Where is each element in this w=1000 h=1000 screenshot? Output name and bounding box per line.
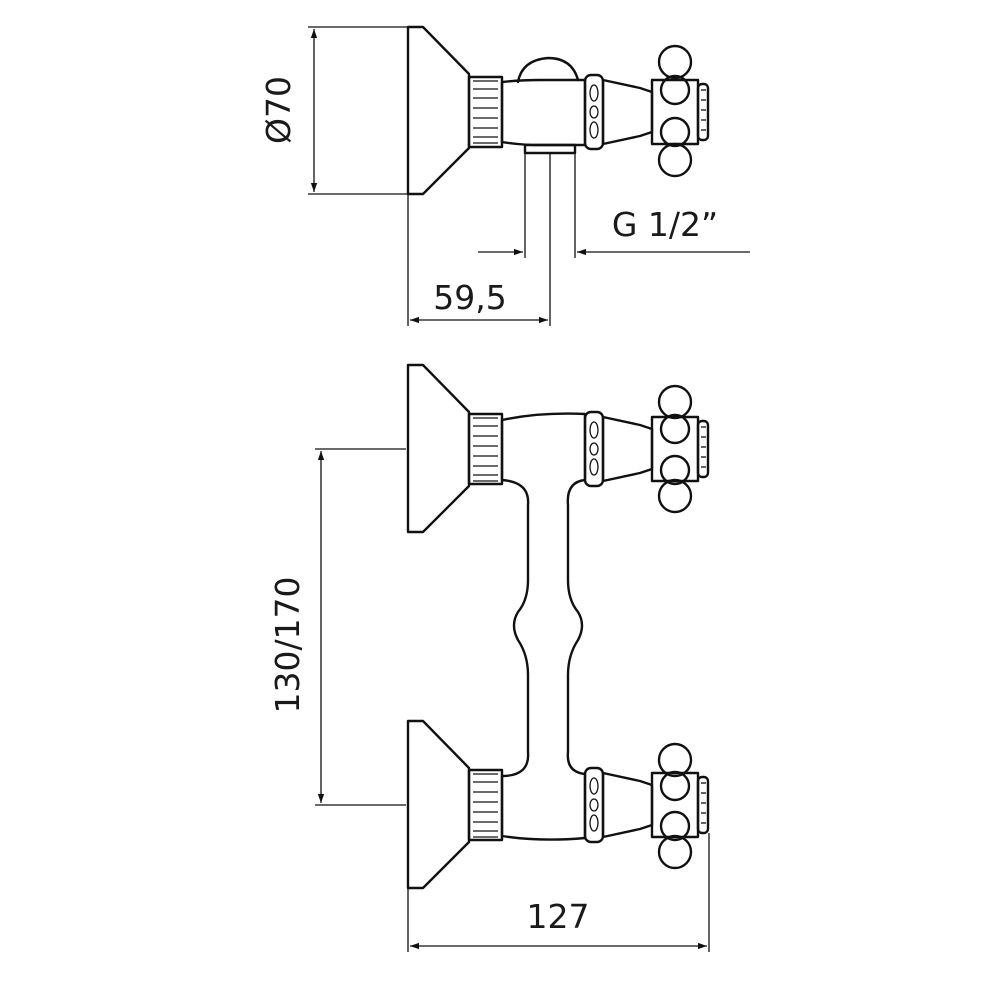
dim-thread-label: G 1/2” xyxy=(612,205,718,244)
side-top-dome xyxy=(516,56,580,84)
dim-centers: 130/170 xyxy=(268,448,406,806)
dim-centers-label: 130/170 xyxy=(268,576,307,713)
front-upper-decor-ring xyxy=(583,410,605,488)
side-valve-body xyxy=(500,78,587,147)
dim-width-label: 127 xyxy=(527,897,590,936)
front-view: 130/170 127 xyxy=(268,363,710,952)
dim-diameter: Ø70 xyxy=(259,26,408,195)
dim-depth-label: 59,5 xyxy=(433,278,506,317)
front-upper-handle-cone xyxy=(601,415,654,483)
side-cross-handle xyxy=(650,44,710,178)
front-lower-handle-cone xyxy=(601,771,654,839)
front-upper-flange xyxy=(406,363,471,534)
front-lower-flange xyxy=(406,719,471,890)
side-view: Ø70 G 1/2” 59,5 xyxy=(259,25,750,326)
front-lower-decor-ring xyxy=(583,766,605,844)
front-lower-cross-handle xyxy=(650,742,710,870)
side-handle-cone xyxy=(601,78,654,146)
front-lower-nut xyxy=(467,768,504,842)
front-upper-nut xyxy=(467,412,504,486)
side-outlet xyxy=(523,143,577,155)
dim-diameter-label: Ø70 xyxy=(259,76,298,144)
dim-thread: G 1/2” xyxy=(478,153,750,258)
side-decor-ring xyxy=(583,73,605,151)
dim-depth: 59,5 xyxy=(407,153,551,326)
front-mixer-body xyxy=(500,412,587,841)
front-upper-cross-handle xyxy=(650,384,710,514)
side-nut xyxy=(467,75,504,149)
dim-width: 127 xyxy=(407,833,710,952)
side-wall-flange xyxy=(406,25,471,196)
